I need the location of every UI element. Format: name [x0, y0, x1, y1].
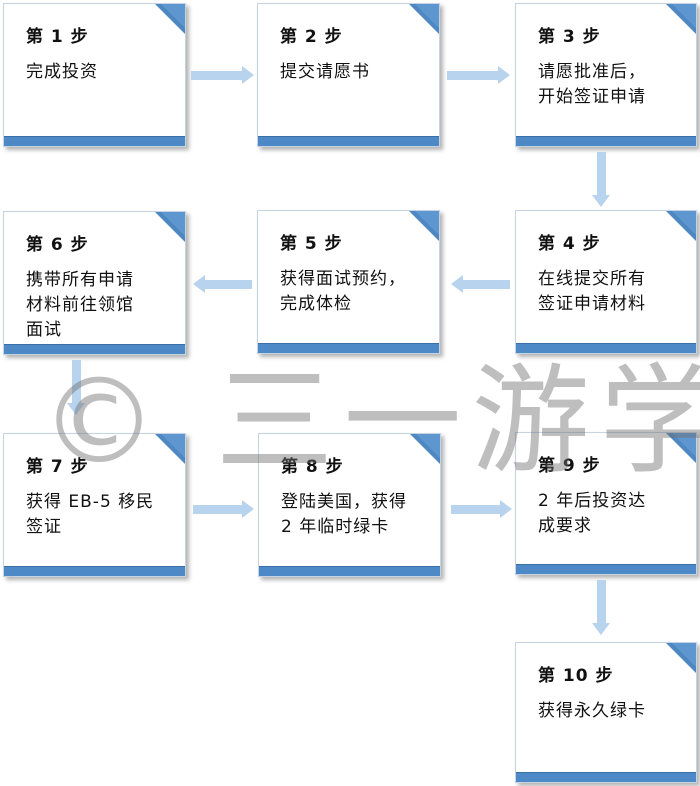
step-2-box: 第 2 步 提交请愿书 — [257, 3, 440, 147]
step-9-title: 第 9 步 — [538, 456, 601, 476]
step-2-bar — [258, 136, 439, 146]
corner-triangle-icon — [155, 212, 185, 242]
corner-triangle-icon — [666, 4, 696, 34]
step-10-box: 第 10 步 获得永久绿卡 — [515, 642, 697, 783]
step-7-box: 第 7 步 获得 EB-5 移民 签证 — [3, 433, 186, 577]
arrow-1-to-2 — [191, 66, 254, 84]
step-10-title: 第 10 步 — [538, 666, 614, 686]
arrow-5-to-6 — [193, 275, 252, 293]
arrow-9-to-10 — [592, 580, 610, 635]
step-8-bar — [259, 566, 440, 576]
step-6-title: 第 6 步 — [26, 235, 89, 255]
corner-triangle-icon — [155, 4, 185, 34]
step-1-title: 第 1 步 — [26, 27, 89, 47]
step-4-title: 第 4 步 — [538, 234, 601, 254]
arrow-7-to-8 — [193, 500, 254, 518]
step-4-desc: 在线提交所有 签证申请材料 — [538, 269, 646, 314]
arrow-6-to-7 — [67, 360, 85, 415]
step-5-desc: 获得面试预约， 完成体检 — [280, 269, 406, 314]
corner-triangle-icon — [409, 211, 439, 241]
step-2-title: 第 2 步 — [280, 27, 343, 47]
corner-triangle-icon — [409, 4, 439, 34]
corner-triangle-icon — [666, 211, 696, 241]
step-3-desc: 请愿批准后， 开始签证申请 — [538, 62, 646, 107]
step-3-box: 第 3 步 请愿批准后， 开始签证申请 — [515, 3, 697, 147]
step-8-box: 第 8 步 登陆美国，获得 2 年临时绿卡 — [258, 433, 441, 577]
step-6-bar — [4, 344, 185, 354]
step-10-desc: 获得永久绿卡 — [538, 701, 646, 721]
step-5-box: 第 5 步 获得面试预约， 完成体检 — [257, 210, 440, 354]
step-4-bar — [516, 343, 696, 353]
corner-triangle-icon — [410, 434, 440, 464]
arrow-3-to-4 — [592, 152, 610, 207]
arrow-2-to-3 — [447, 66, 510, 84]
corner-triangle-icon — [666, 643, 696, 673]
step-9-desc: 2 年后投资达 成要求 — [538, 491, 647, 536]
step-2-desc: 提交请愿书 — [280, 62, 370, 82]
step-9-box: 第 9 步 2 年后投资达 成要求 — [515, 432, 697, 575]
step-4-box: 第 4 步 在线提交所有 签证申请材料 — [515, 210, 697, 354]
step-1-desc: 完成投资 — [26, 62, 98, 82]
step-6-desc: 携带所有申请 材料前往领馆 面试 — [26, 270, 134, 340]
corner-triangle-icon — [155, 434, 185, 464]
step-7-desc: 获得 EB-5 移民 签证 — [26, 492, 155, 537]
corner-triangle-icon — [666, 433, 696, 463]
step-5-bar — [258, 343, 439, 353]
step-1-box: 第 1 步 完成投资 — [3, 3, 186, 147]
step-6-box: 第 6 步 携带所有申请 材料前往领馆 面试 — [3, 211, 186, 355]
arrow-4-to-5 — [451, 275, 510, 293]
step-8-title: 第 8 步 — [281, 457, 344, 477]
step-7-title: 第 7 步 — [26, 457, 89, 477]
arrow-8-to-9 — [451, 500, 512, 518]
step-5-title: 第 5 步 — [280, 234, 343, 254]
step-10-bar — [516, 772, 696, 782]
step-3-title: 第 3 步 — [538, 27, 601, 47]
step-3-bar — [516, 136, 696, 146]
step-1-bar — [4, 136, 185, 146]
step-7-bar — [4, 566, 185, 576]
step-8-desc: 登陆美国，获得 2 年临时绿卡 — [281, 492, 407, 537]
step-9-bar — [516, 564, 696, 574]
